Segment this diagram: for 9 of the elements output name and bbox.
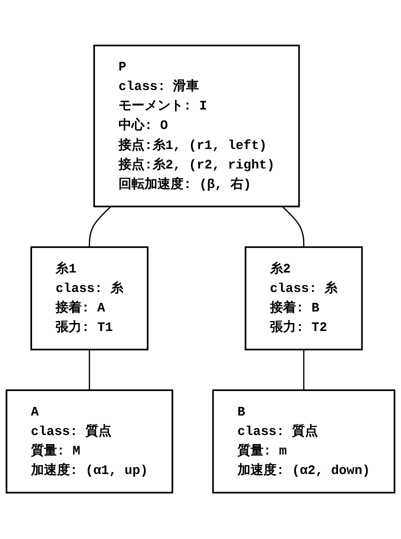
- node-box: A class: 質点 質量: M 加速度: (α1, up): [6, 390, 174, 494]
- connector: [88, 206, 112, 248]
- connector: [303, 350, 304, 391]
- node-box: P class: 滑車 モーメント: I 中心: O 接点:糸1, (r1, left) 接点:糸2, (r2, right) 回転加速度: (β, 右): [93, 45, 300, 208]
- node-box: 糸1 class: 糸 接着: A 張力: T1: [30, 246, 148, 351]
- connector: [88, 350, 90, 391]
- connector: [282, 206, 304, 248]
- node-box: B class: 質点 質量: m 加速度: (α2, down): [212, 390, 396, 494]
- node-box: 糸2 class: 糸 接着: B 張力: T2: [244, 246, 363, 351]
